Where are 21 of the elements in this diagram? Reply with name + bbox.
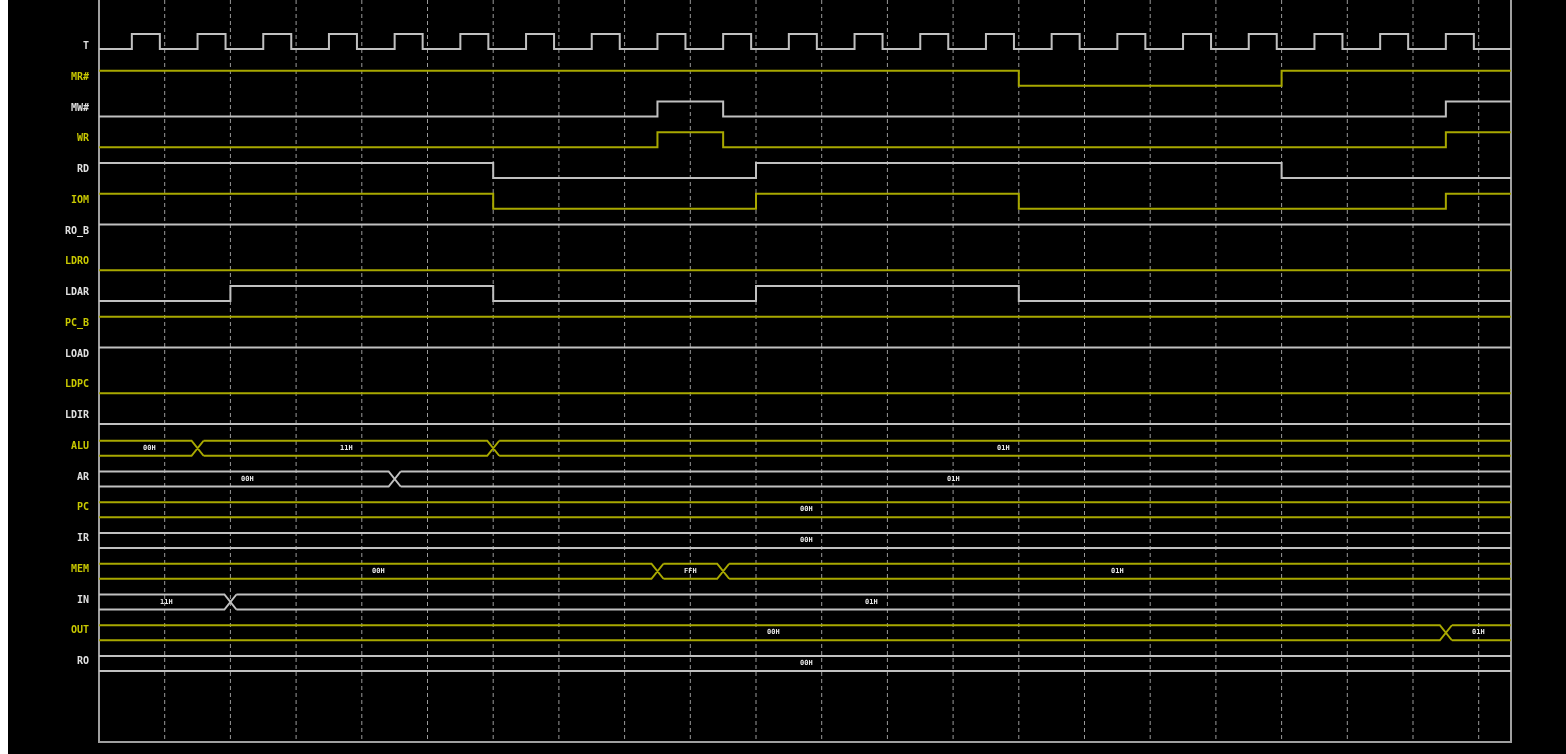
signal-name: RO_B xyxy=(64,225,89,236)
signal-name: AR xyxy=(76,471,89,482)
signal-name: LDIR xyxy=(64,410,89,420)
signal-name: OUT xyxy=(70,625,89,636)
signal-name: IR xyxy=(76,533,89,543)
signal-name: LOAD xyxy=(64,348,89,359)
signal-name: PC_B xyxy=(64,317,89,328)
signal-name: T xyxy=(82,41,89,51)
signal-name: LDAR xyxy=(64,287,89,297)
signal-name: RO xyxy=(76,656,89,666)
signal-name: RD xyxy=(76,164,89,174)
signal-name: WR xyxy=(76,133,89,144)
signal-name: MEM xyxy=(70,563,89,574)
signal-name: PC xyxy=(76,502,89,513)
signal-name: LDRO xyxy=(64,256,89,267)
signal-name: IN xyxy=(76,594,89,605)
signal-name: IOM xyxy=(70,194,89,205)
signal-name: MW# xyxy=(70,102,89,113)
signal-name: MR# xyxy=(70,71,89,82)
signal-name: ALU xyxy=(70,440,89,451)
signal-name: LDPC xyxy=(64,379,89,390)
